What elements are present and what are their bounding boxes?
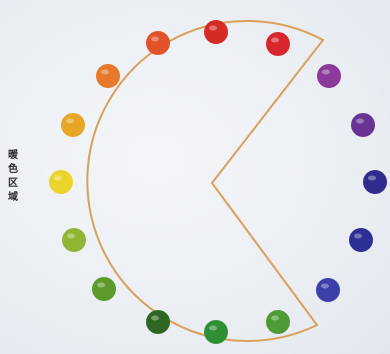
dot-yellow-orange-highlight xyxy=(66,119,74,124)
dot-green-1-circle xyxy=(92,277,116,301)
dot-yellow-orange-circle xyxy=(61,113,85,137)
dot-blue-violet-highlight xyxy=(321,284,329,289)
dot-indigo-1-highlight xyxy=(354,234,362,239)
dot-red-top-circle xyxy=(204,20,228,44)
dot-indigo-2-circle xyxy=(363,170,387,194)
dot-dark-green-circle xyxy=(146,310,170,334)
dot-purple-circle xyxy=(317,64,341,88)
dot-green-2-highlight xyxy=(209,326,217,331)
dot-yellow-circle xyxy=(49,170,73,194)
dot-green-2-circle xyxy=(204,320,228,344)
dot-green-2 xyxy=(204,320,228,344)
dot-red-right-highlight xyxy=(271,38,279,43)
dot-yellow-orange xyxy=(61,113,85,137)
dot-yellow-highlight xyxy=(54,176,62,181)
dot-yellow-green-circle xyxy=(62,228,86,252)
dot-green-3-circle xyxy=(266,310,290,334)
dot-red-top xyxy=(204,20,228,44)
warm-region-label: 暖色区域 xyxy=(6,149,20,205)
color-dots xyxy=(49,20,387,344)
dot-violet-circle xyxy=(351,113,375,137)
dot-green-1 xyxy=(92,277,116,301)
dot-red-orange-circle xyxy=(146,31,170,55)
dot-purple-highlight xyxy=(322,70,330,75)
dot-red-orange xyxy=(146,31,170,55)
dot-yellow-green-highlight xyxy=(67,234,75,239)
dot-dark-green xyxy=(146,310,170,334)
warm-region-outline xyxy=(87,21,323,341)
dot-yellow-green xyxy=(62,228,86,252)
dot-indigo-2-highlight xyxy=(368,176,376,181)
dot-orange xyxy=(96,64,120,88)
dot-violet xyxy=(351,113,375,137)
dot-blue-violet-circle xyxy=(316,278,340,302)
dot-yellow xyxy=(49,170,73,194)
dot-red-right xyxy=(266,32,290,56)
dot-purple xyxy=(317,64,341,88)
dot-orange-highlight xyxy=(101,70,109,75)
dot-indigo-1 xyxy=(349,228,373,252)
dot-red-orange-highlight xyxy=(151,37,159,42)
dot-blue-violet xyxy=(316,278,340,302)
dot-green-3 xyxy=(266,310,290,334)
dot-violet-highlight xyxy=(356,119,364,124)
dot-red-right-circle xyxy=(266,32,290,56)
dot-dark-green-highlight xyxy=(151,316,159,321)
dot-green-1-highlight xyxy=(97,283,105,288)
dot-orange-circle xyxy=(96,64,120,88)
dot-green-3-highlight xyxy=(271,316,279,321)
dot-indigo-2 xyxy=(363,170,387,194)
dot-red-top-highlight xyxy=(209,26,217,31)
dot-indigo-1-circle xyxy=(349,228,373,252)
